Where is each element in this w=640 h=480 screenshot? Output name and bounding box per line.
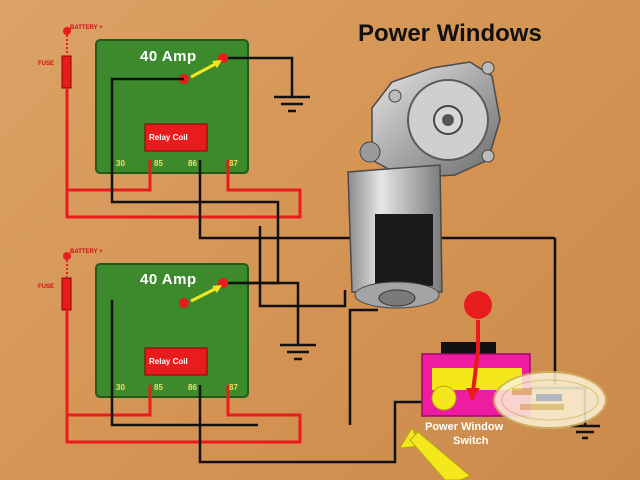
switch-label-line2: Switch [453,435,489,447]
ground-and-signal-wires [110,56,587,464]
ground-symbol-3 [570,424,600,440]
motor-worm-end [359,141,381,163]
watermark-logo [493,371,607,429]
relay-coil-label-1: Relay Coil [149,133,188,142]
power-wire-85-relay-1 [72,160,152,192]
switch-label-line1: Power Window [425,421,504,433]
switch-rocker-tip [466,388,480,400]
window-motor [347,61,501,309]
relay-2: BATTERY + FUSE 40 Amp Relay Coil 30 85 8… [38,249,249,398]
motor-mount-hole-3 [481,149,495,163]
wire-motor-a [348,308,378,425]
ground-symbol-1 [274,95,310,113]
relay-arrow-1 [212,60,222,68]
motor-gear-hub [442,114,454,126]
power-window-switch[interactable]: Power Window Switch [421,291,531,447]
ground-symbol-2 [280,343,316,361]
ground-wire-relay-2 [228,281,300,345]
motor-magnet-plate [375,214,433,286]
relay-1: BATTERY + FUSE 40 Amp Relay Coil 30 85 8… [38,25,249,174]
relay-body-1 [95,39,249,174]
battery-label-2: BATTERY + [70,249,103,255]
power-wire-87-relay-1 [65,88,302,219]
wire-86-relay-1 [198,160,355,240]
relay-contact-30-2 [179,298,189,308]
switch-top-bar [441,342,496,354]
switch-rocker-stem [470,320,480,401]
power-wire-85-relay-2 [67,385,152,417]
wire-86-relay-2 [198,385,430,464]
pin-85-2: 85 [154,383,163,392]
pin-87-1: 87 [229,159,238,168]
pin-86-1: 86 [188,159,197,168]
diagram-title: Power Windows [358,20,542,47]
relay-amp-label-1: 40 Amp [140,48,197,65]
wire-motor-b [258,226,347,308]
fuse-label-1: FUSE [38,61,54,67]
motor-mount-hole-1 [481,61,495,75]
switch-rocker-knob[interactable] [464,291,492,319]
switch-common-terminal [431,385,457,411]
pin-30-1: 30 [116,159,125,168]
yellow-pointer-arrow [399,426,471,480]
motor-connector [378,289,416,307]
relay-amp-label-2: 40 Amp [140,271,197,288]
pin-86-2: 86 [188,383,197,392]
motor-mount-hole-2 [388,89,402,103]
battery-terminal-2 [63,252,71,260]
relay-coil-1 [144,123,208,152]
wire-30-relay-2 [110,300,258,427]
fuse-1 [61,55,72,89]
switch-contact-strip [432,368,522,390]
battery-terminal-1 [63,27,71,35]
power-wire-87-relay-2 [65,310,302,444]
pin-30-2: 30 [116,383,125,392]
ground-wire-relay-1 [228,56,294,96]
relay-arrow-2 [212,285,222,293]
relay-body-2 [95,263,249,398]
relay-coil-2 [144,347,208,376]
fuse-2 [61,277,72,311]
fuse-label-2: FUSE [38,284,54,290]
pin-85-1: 85 [154,159,163,168]
relay-switch-arm-1 [190,60,220,79]
relay-coil-label-2: Relay Coil [149,357,188,366]
relay-switch-arm-2 [190,285,220,303]
battery-label-1: BATTERY + [70,25,103,31]
pin-87-2: 87 [229,383,238,392]
power-wires [65,88,302,444]
